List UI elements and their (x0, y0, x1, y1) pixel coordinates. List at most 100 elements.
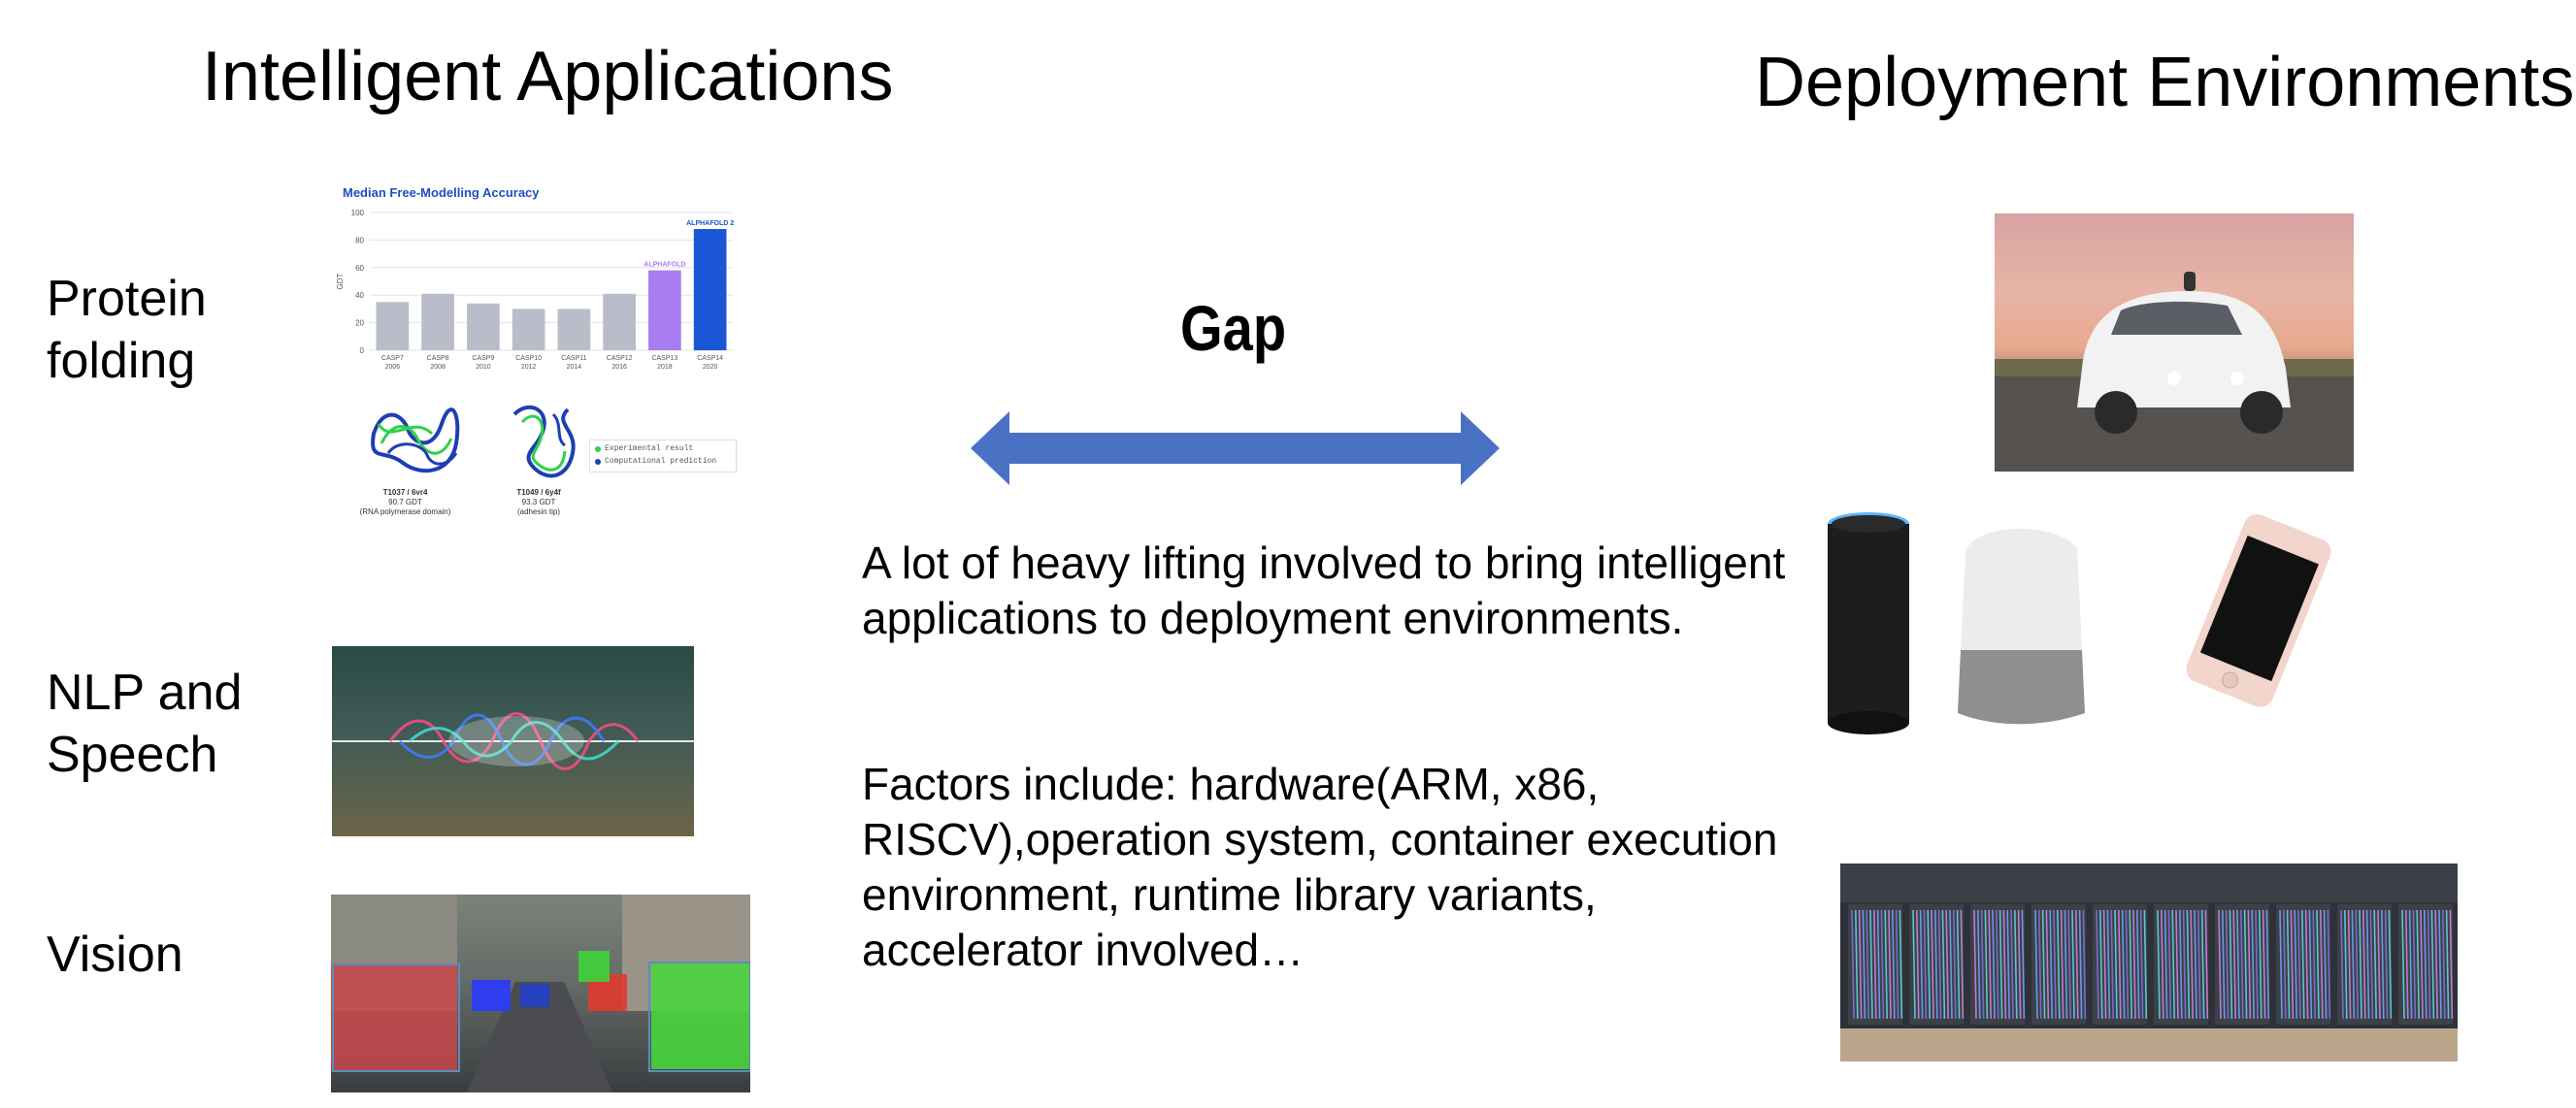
cable (1937, 909, 1942, 1020)
cable (1931, 909, 1934, 1020)
structure-1-id: T1037 / 6vr4 (382, 488, 428, 497)
bar-annotation: ALPHAFOLD 2 (686, 220, 734, 227)
x-tick-year: 2014 (567, 364, 582, 371)
cable (2014, 909, 2018, 1020)
car-graphic (1995, 272, 2354, 472)
gap-label: Gap (1180, 292, 1287, 364)
cable (2129, 909, 2132, 1020)
cable (2416, 909, 2420, 1020)
bar-casp12 (603, 293, 636, 350)
protein-structure-2-image (512, 405, 576, 478)
structure-1-caption: T1037 / 6vr4 90.7 GDT (RNA polymerase do… (335, 488, 476, 517)
cable (2327, 909, 2331, 1020)
cable (1912, 909, 1916, 1020)
cable (1888, 909, 1892, 1020)
cable (2304, 909, 2309, 1020)
cable (1953, 909, 1957, 1020)
cable (2408, 909, 2413, 1020)
cable (1988, 909, 1992, 1020)
cable (1941, 909, 1946, 1020)
cable (1851, 909, 1855, 1020)
double-arrow-shape (971, 411, 1500, 485)
cable (2259, 909, 2262, 1020)
cable (2132, 909, 2136, 1020)
cable (2347, 909, 2352, 1020)
cable (2283, 909, 2287, 1020)
cable (1945, 909, 1949, 1020)
cable (2225, 909, 2229, 1020)
speech-waveform-image (332, 646, 694, 836)
cable (2308, 909, 2313, 1020)
cable (2175, 909, 2179, 1020)
cable (2194, 909, 2197, 1020)
cable (1992, 909, 1996, 1020)
x-tick-label: CASP9 (472, 355, 494, 362)
cable (2038, 909, 2042, 1020)
cable (2021, 909, 2026, 1020)
cable (2420, 909, 2424, 1020)
cable (2427, 909, 2431, 1020)
protein-structure-1-image (371, 407, 460, 473)
x-tick-label: CASP12 (607, 355, 633, 362)
x-tick-year: 2008 (430, 364, 446, 371)
cable (2057, 909, 2061, 1020)
y-tick-label: 40 (355, 291, 364, 300)
cable (1973, 909, 1977, 1020)
cable (2118, 909, 2122, 1020)
x-tick-year: 2018 (657, 364, 673, 371)
legend-swatch-experimental (595, 445, 601, 452)
bar-casp10 (512, 309, 545, 350)
cable (2262, 909, 2266, 1020)
cable (2365, 909, 2370, 1020)
cable (2161, 909, 2164, 1020)
cable (1919, 909, 1924, 1020)
cable (1977, 909, 1981, 1020)
cable (2017, 909, 2022, 1020)
cable (2171, 909, 2175, 1020)
x-tick-label: CASP13 (651, 355, 677, 362)
cable (2434, 909, 2438, 1020)
cable (2381, 909, 2385, 1020)
bar-casp9 (467, 303, 500, 350)
cable (2388, 909, 2393, 1020)
structure-2-desc: (adhesin tip) (516, 507, 561, 516)
cable (2340, 909, 2344, 1020)
cable (2369, 909, 2374, 1020)
cable (1869, 909, 1873, 1020)
x-tick-label: CASP8 (427, 355, 449, 362)
legend-computational: Computational prediction (605, 457, 717, 466)
cable (2045, 909, 2050, 1020)
structure-2-score: 93.3 GDT (521, 498, 556, 506)
cable (1960, 909, 1965, 1020)
cable (2290, 909, 2295, 1020)
chart-title: Median Free-Modelling Accuracy (343, 185, 540, 200)
cable (2114, 909, 2118, 1020)
cable (2222, 909, 2226, 1020)
cable (2200, 909, 2205, 1020)
cable (2312, 909, 2316, 1020)
cable (2204, 909, 2209, 1020)
cable (1927, 909, 1931, 1020)
y-tick-label: 20 (355, 319, 364, 328)
cable (2167, 909, 2172, 1020)
cable (2301, 909, 2305, 1020)
description-paragraph-1: A lot of heavy lifting involved to bring… (862, 538, 1786, 643)
cable (2110, 909, 2114, 1020)
cable (2034, 909, 2038, 1020)
cable (2186, 909, 2191, 1020)
bar-casp8 (421, 293, 454, 350)
cable (1880, 909, 1885, 1020)
cable (2355, 909, 2359, 1020)
x-tick-year: 2016 (611, 364, 627, 371)
cable (2182, 909, 2187, 1020)
cable (2286, 909, 2291, 1020)
cable (2438, 909, 2442, 1020)
cable (2265, 909, 2270, 1020)
bar-casp11 (557, 309, 591, 350)
devices-graphic (1828, 512, 2331, 734)
cable (1892, 909, 1896, 1020)
cable (2125, 909, 2130, 1020)
cable (2060, 909, 2064, 1020)
cable (2316, 909, 2320, 1020)
cable (2294, 909, 2297, 1020)
